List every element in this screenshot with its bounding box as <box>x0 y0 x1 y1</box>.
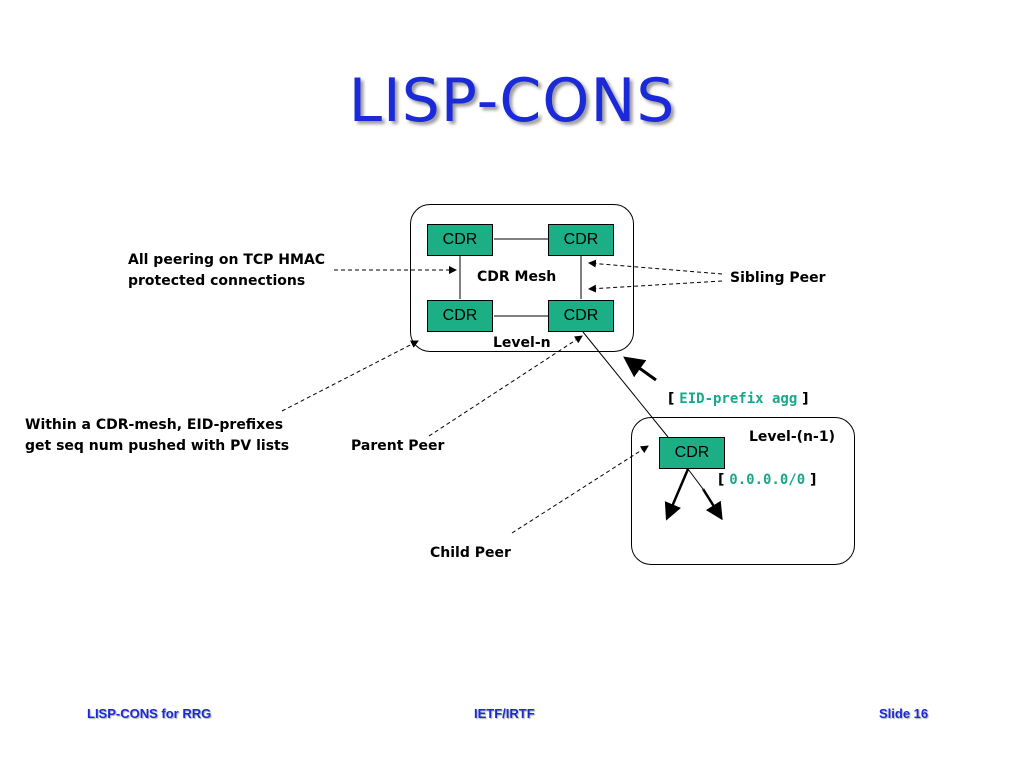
within-annotation-line1: Within a CDR-mesh, EID-prefixes <box>25 417 284 433</box>
within-dashed-arrow <box>281 340 419 412</box>
eid-bracket-open: [ <box>668 391 675 407</box>
footer-left: LISP-CONS for RRG <box>87 706 212 721</box>
slide-title: LISP-CONS <box>348 66 676 136</box>
eid-prefix-label: [ EID-prefix agg ] <box>668 389 809 409</box>
upward-arrow <box>623 356 657 382</box>
cdr-node-child: CDR <box>659 437 725 469</box>
child-peer-label: Child Peer <box>430 545 511 561</box>
parent-peer-label: Parent Peer <box>351 438 445 454</box>
mesh-label: CDR Mesh <box>477 269 557 285</box>
default-bracket-close: ] <box>810 472 817 488</box>
default-route-label: [ 0.0.0.0/0 ] <box>718 470 816 490</box>
child-dashed-arrow <box>511 445 649 534</box>
cdr-node-bottom-right: CDR <box>548 300 614 332</box>
level-n1-label: Level-(n-1) <box>749 429 835 445</box>
sibling-peer-label: Sibling Peer <box>730 270 826 286</box>
default-bracket-open: [ <box>718 472 725 488</box>
eid-prefix-text: EID-prefix agg <box>679 391 798 407</box>
tcp-annotation-line2: protected connections <box>128 273 306 289</box>
default-route-text: 0.0.0.0/0 <box>729 472 806 488</box>
cdr-node-bottom-left: CDR <box>427 300 493 332</box>
cdr-node-top-left: CDR <box>427 224 493 256</box>
footer-center: IETF/IRTF <box>474 706 535 721</box>
cdr-node-top-right: CDR <box>548 224 614 256</box>
within-annotation-line2: get seq num pushed with PV lists <box>25 438 290 454</box>
eid-bracket-close: ] <box>802 391 809 407</box>
level-n-label: Level-n <box>493 335 551 351</box>
footer-right: Slide 16 <box>879 706 929 721</box>
tcp-annotation-line1: All peering on TCP HMAC <box>128 252 326 268</box>
